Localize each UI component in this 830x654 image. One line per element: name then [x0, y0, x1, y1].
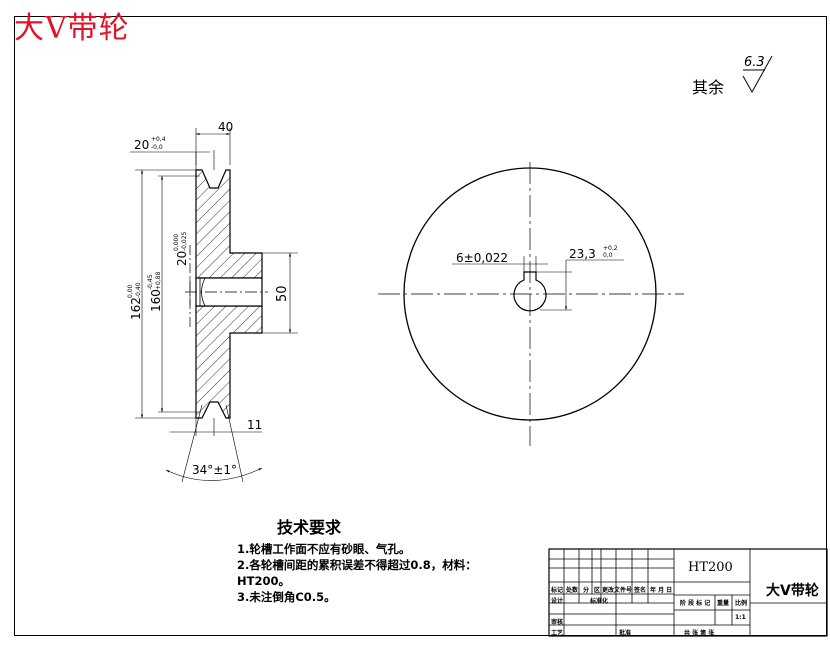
- svg-text:-0,0: -0,0: [151, 144, 163, 151]
- part-name: 大V带轮: [766, 583, 819, 599]
- drawing-frame: [14, 16, 827, 636]
- svg-text:0,0: 0,0: [603, 252, 613, 259]
- dim-pitch-diameter: 160: [149, 289, 163, 312]
- svg-text:-0,025: -0,025: [181, 231, 188, 251]
- svg-text:+0,2: +0,2: [603, 245, 618, 252]
- svg-text:-0,40: -0,40: [135, 282, 142, 298]
- dim-groove-angle: 34°±1°: [192, 463, 237, 477]
- roughness-label: 其余: [692, 78, 725, 97]
- scale-label: 比例: [735, 600, 748, 607]
- svg-text:0,000: 0,000: [173, 234, 180, 251]
- design-label: 设计: [551, 598, 564, 605]
- svg-text:0,00: 0,00: [127, 284, 134, 298]
- svg-text:+0,88: +0,88: [155, 271, 162, 290]
- svg-text:+0,4: +0,4: [151, 136, 166, 143]
- row-label: 更改文件号: [602, 587, 633, 594]
- dim-outer-diameter: 162: [129, 297, 143, 320]
- dim-groove-width: 20: [134, 138, 149, 152]
- row-label: 年 月 日: [650, 587, 673, 594]
- section-lower-rim: [195, 305, 263, 419]
- requirement-item: 2.各轮槽间距的累积误差不得超过0.8，材料：: [237, 558, 477, 572]
- approve-label: 批准: [619, 630, 632, 637]
- standardization-label: 标准化: [590, 598, 609, 605]
- title-block: [548, 548, 828, 637]
- tech-requirements-list: 1.轮槽工作面不应有砂眼、气孔。 2.各轮槽间距的累积误差不得超过0.8，材料：…: [237, 541, 477, 605]
- dim-bore: 20: [175, 251, 189, 266]
- roughness-symbol: [742, 55, 773, 94]
- dim-keyway-width: 6±0,022: [456, 251, 508, 265]
- row-label: 处数: [566, 587, 579, 594]
- weight-label: 重量: [717, 600, 730, 607]
- row-label: 标记: [551, 587, 564, 594]
- drawing-title: 大V带轮: [14, 11, 130, 46]
- section-upper-rim: [195, 169, 263, 279]
- sheet-info: 共 张 第 张: [684, 630, 715, 637]
- scale-value: 1:1: [735, 614, 746, 621]
- requirement-item: 1.轮槽工作面不应有砂眼、气孔。: [237, 542, 411, 556]
- front-view: 6±0,022 23,3 +0,2 0,0: [378, 162, 684, 446]
- requirement-item: HT200。: [237, 574, 290, 588]
- material-label: HT200: [688, 560, 733, 575]
- row-label: 签名: [634, 587, 647, 594]
- section-view: 40 20 +0,4 -0,0 162 0,00 -0,40 160 -0,45…: [127, 120, 298, 483]
- requirement-item: 3.未注倒角C0.5。: [237, 590, 336, 604]
- bore-keyway: [513, 271, 547, 312]
- dim-hub-diameter: 50: [275, 285, 290, 302]
- dim-top-width: 40: [218, 120, 233, 134]
- tech-requirements-title: 技术要求: [277, 518, 342, 537]
- row-label: 区: [594, 587, 601, 594]
- dim-keyway-depth: 23,3: [569, 247, 596, 261]
- dim-groove-offset: 11: [247, 418, 262, 432]
- stage-labels: 阶 段 标 记: [680, 600, 711, 607]
- process-label: 工艺: [551, 630, 564, 637]
- svg-text:-0,45: -0,45: [147, 274, 154, 290]
- row-label: 分: [583, 587, 590, 594]
- review-label: 审核: [551, 619, 564, 626]
- roughness-value: 6.3: [744, 55, 765, 70]
